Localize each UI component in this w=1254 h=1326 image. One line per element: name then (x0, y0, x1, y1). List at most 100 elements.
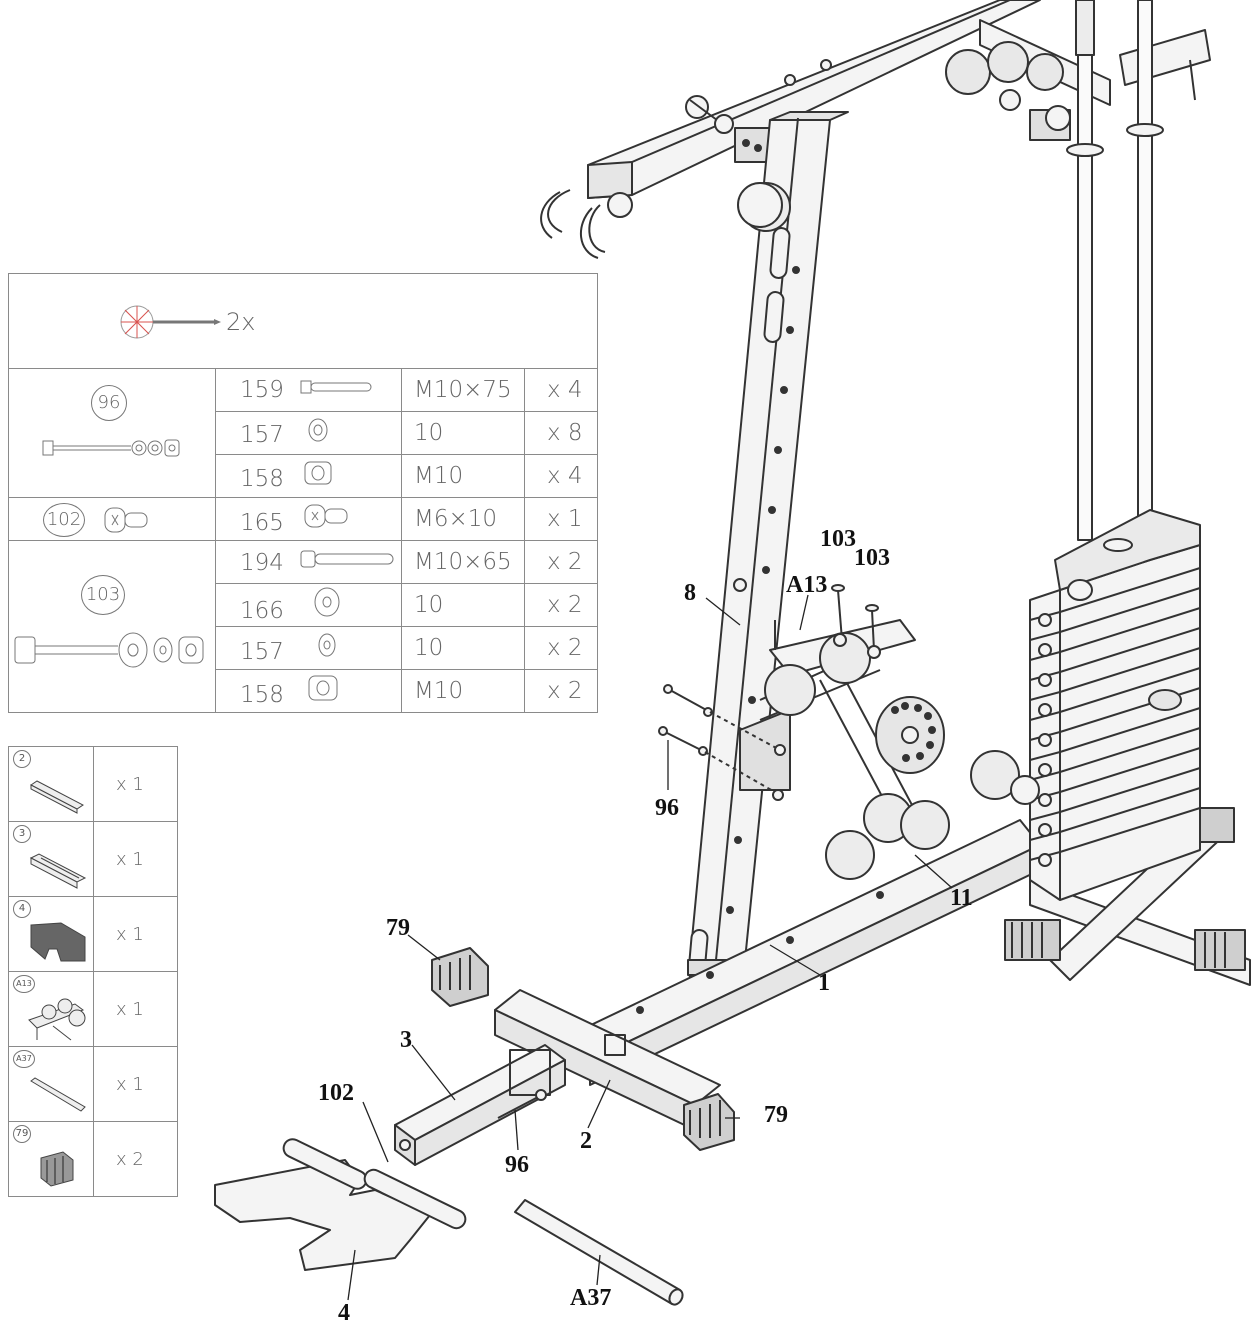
weight-stack (1029, 509, 1201, 901)
part-cell: 3 (8, 821, 94, 897)
rod-icon (30, 1077, 86, 1112)
callout-2: 2 (580, 1128, 592, 1154)
quantity: x 4 (524, 454, 598, 498)
ref-circle: 102 (43, 503, 85, 537)
callout-96: 96 (655, 795, 679, 821)
callout-1: 1 (818, 970, 830, 996)
allen-key-icon (120, 305, 221, 339)
size: M6×10 (401, 497, 525, 541)
pulley-bracket-icon (28, 998, 86, 1041)
callout-103: 103 (854, 545, 890, 571)
part-cell: 4 (8, 896, 94, 972)
hardware-group-96: 96 (8, 368, 216, 498)
bolt-assembly-96 (658, 684, 786, 801)
quantity: x 2 (93, 1121, 178, 1197)
part-cell: 79 (8, 1121, 94, 1197)
ref-circle: 96 (91, 385, 127, 421)
washer-icon (308, 418, 328, 442)
hardware-table: 2x 96 159 M10×75 x 4 157 10 x 8 (8, 273, 598, 713)
hardware-row: 158 (215, 669, 402, 713)
hardware-group-102: 102 (8, 497, 216, 541)
ref-circle: 103 (81, 575, 125, 615)
bolt-set-icon (42, 439, 180, 457)
size: 10 (401, 626, 525, 670)
callout-a37: A37 (570, 1285, 611, 1311)
quantity: x 1 (93, 971, 178, 1047)
part-number: 158 (240, 682, 284, 708)
rubber-foot (1194, 929, 1246, 971)
part-number: 166 (240, 598, 284, 624)
quantity: x 1 (93, 746, 178, 822)
hardware-row: 165 (215, 497, 402, 541)
hardware-group-103: 103 (8, 540, 216, 713)
end-cap (431, 947, 489, 1007)
hardware-row: 157 (215, 626, 402, 670)
tool-row: 2x (8, 273, 598, 369)
tool-multiplier: 2x (226, 308, 256, 336)
hardware-row: 159 (215, 368, 402, 412)
rubber-foot (1004, 919, 1061, 961)
ref-circle: 4 (13, 900, 31, 918)
size: M10 (401, 454, 525, 498)
ref-circle: 3 (13, 825, 31, 843)
washer-icon (318, 633, 336, 657)
size: M10×75 (401, 368, 525, 412)
callout-96: 96 (505, 1152, 529, 1178)
quantity: x 2 (524, 540, 598, 584)
bolt-icon (300, 550, 394, 568)
hardware-row: 166 (215, 583, 402, 627)
front-cross-tube (494, 989, 721, 1131)
size: 10 (401, 583, 525, 627)
quantity: x 8 (524, 411, 598, 455)
quantity: x 2 (524, 626, 598, 670)
part-number: 157 (240, 422, 284, 448)
channel-tube-icon (29, 853, 87, 889)
hardware-row: 157 (215, 411, 402, 455)
callout-4: 4 (338, 1300, 350, 1326)
part-cell: A37 (8, 1046, 94, 1122)
quantity: x 1 (93, 1046, 178, 1122)
rubber-foot (1199, 807, 1235, 843)
callout-3: 3 (400, 1027, 412, 1053)
rod (514, 1199, 684, 1306)
nut-icon (304, 461, 332, 485)
callout-8: 8 (684, 580, 696, 606)
quantity: x 1 (93, 821, 178, 897)
top-beam (540, 0, 1041, 259)
callout-79: 79 (764, 1102, 788, 1128)
ref-circle: 79 (13, 1125, 31, 1143)
extension-tube (394, 1044, 566, 1166)
part-number: 194 (240, 550, 284, 576)
quantity: x 2 (524, 669, 598, 713)
part-number: 158 (240, 466, 284, 492)
foot-plate (214, 1138, 467, 1271)
base-beam (569, 819, 1041, 1086)
nut-icon (308, 675, 338, 701)
quantity: x 1 (93, 896, 178, 972)
callout-79: 79 (386, 915, 410, 941)
hardware-row: 194 (215, 540, 402, 584)
size: M10×65 (401, 540, 525, 584)
part-number: 159 (240, 377, 284, 403)
callout-11: 11 (950, 885, 973, 911)
ref-circle: 2 (13, 750, 31, 768)
quantity: x 1 (524, 497, 598, 541)
bolt-set-icon (14, 632, 204, 668)
ref-circle: A37 (13, 1050, 35, 1068)
pulley-bracket (739, 584, 1040, 880)
square-tube-icon (30, 780, 84, 814)
callout-a13: A13 (786, 572, 827, 598)
part-number: 157 (240, 639, 284, 665)
leader-lines (347, 594, 953, 1301)
guide-rods (1066, 0, 1164, 541)
callout-102: 102 (318, 1080, 354, 1106)
screw-icon (304, 504, 348, 528)
foot-plate-icon (30, 922, 86, 962)
end-cap (683, 1093, 735, 1151)
bolt-icon (300, 380, 372, 394)
washer-icon (314, 587, 340, 617)
size: M10 (401, 669, 525, 713)
parts-list-table: 2 x 1 3 x 1 4 x 1 A13 x 1 A37 x 1 7 (8, 746, 178, 1197)
part-cell: 2 (8, 746, 94, 822)
